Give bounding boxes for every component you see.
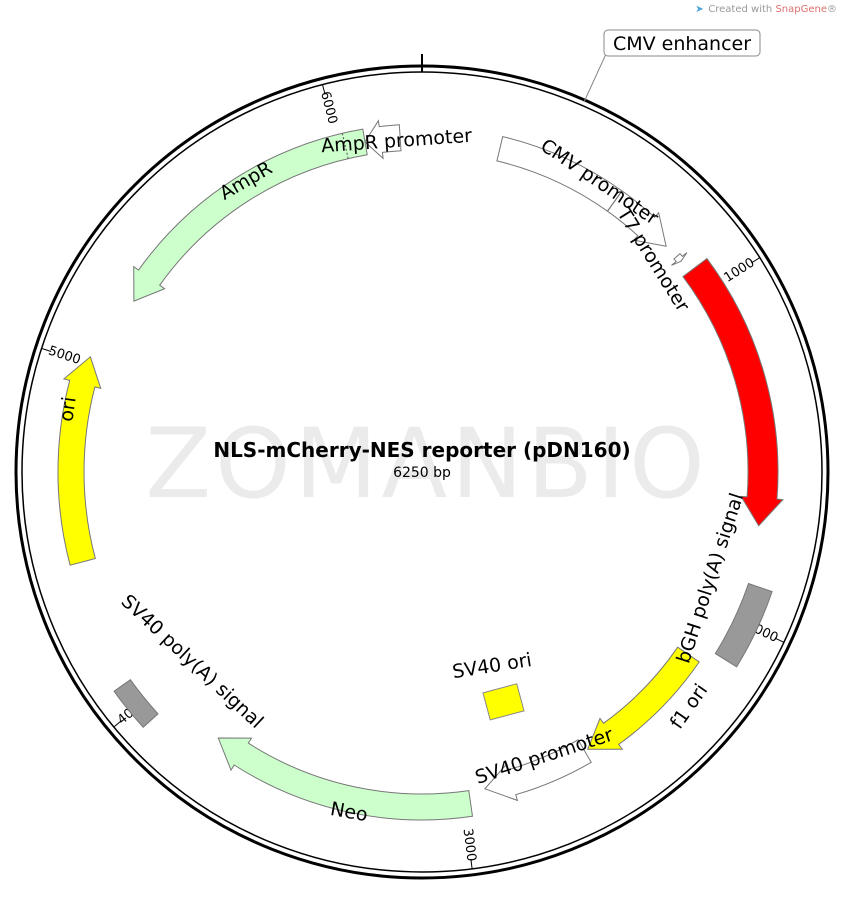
cmv-enhancer-label: CMV enhancer <box>613 33 751 55</box>
credit-prefix: Created with <box>708 4 776 15</box>
feature-ampr-promoter <box>364 119 402 160</box>
ampr-promoter-label: AmpR promoter <box>321 125 473 157</box>
feature-neo <box>217 737 474 821</box>
sv40-ori-box <box>482 683 525 721</box>
ori-label: ori <box>55 395 80 423</box>
tick-label-1000: 1000 <box>722 255 758 285</box>
sv40-ori-label: SV40 ori <box>451 649 533 683</box>
feature-ori <box>57 355 102 566</box>
tick-label-3000: 3000 <box>460 828 479 863</box>
ampr-divider <box>341 133 349 159</box>
snapgene-credit: ➤ Created with SnapGene® <box>695 4 837 15</box>
snapgene-logo-icon: ➤ <box>695 4 704 15</box>
feature-ampr <box>133 128 368 302</box>
feature-mcherry <box>682 257 784 527</box>
tick-label-6000: 6000 <box>317 90 340 126</box>
feature-cmv-promoter <box>606 190 667 247</box>
tick-4000 <box>113 720 122 728</box>
plasmid-size: 6250 bp <box>393 465 451 481</box>
cmv-enhancer-leader <box>583 53 607 103</box>
watermark: ZOMANBIO <box>145 408 708 520</box>
tick-1000 <box>751 257 760 264</box>
feature-bgh-polya <box>714 582 773 668</box>
tick-3000 <box>470 858 473 869</box>
cmv-promoter-label: CMV promoter <box>536 135 662 230</box>
cmv-enhancer-label-box <box>603 29 761 57</box>
tick-label-5000: 5000 <box>46 344 82 368</box>
cmv-divider <box>607 190 623 212</box>
tick-5000 <box>41 347 52 352</box>
tick-6000 <box>322 84 326 95</box>
feature-sv40-promoter <box>484 739 592 802</box>
features <box>57 119 784 821</box>
tick-2000 <box>774 637 785 643</box>
credit-brand: SnapGene <box>775 4 827 15</box>
feature-t7-promoter <box>671 252 688 266</box>
feature-sv40-polya <box>113 679 159 729</box>
feature-f1-ori <box>586 646 700 750</box>
credit-mark: ® <box>827 4 837 15</box>
plasmid-name: NLS-mCherry-NES reporter (pDN160) <box>213 438 630 462</box>
